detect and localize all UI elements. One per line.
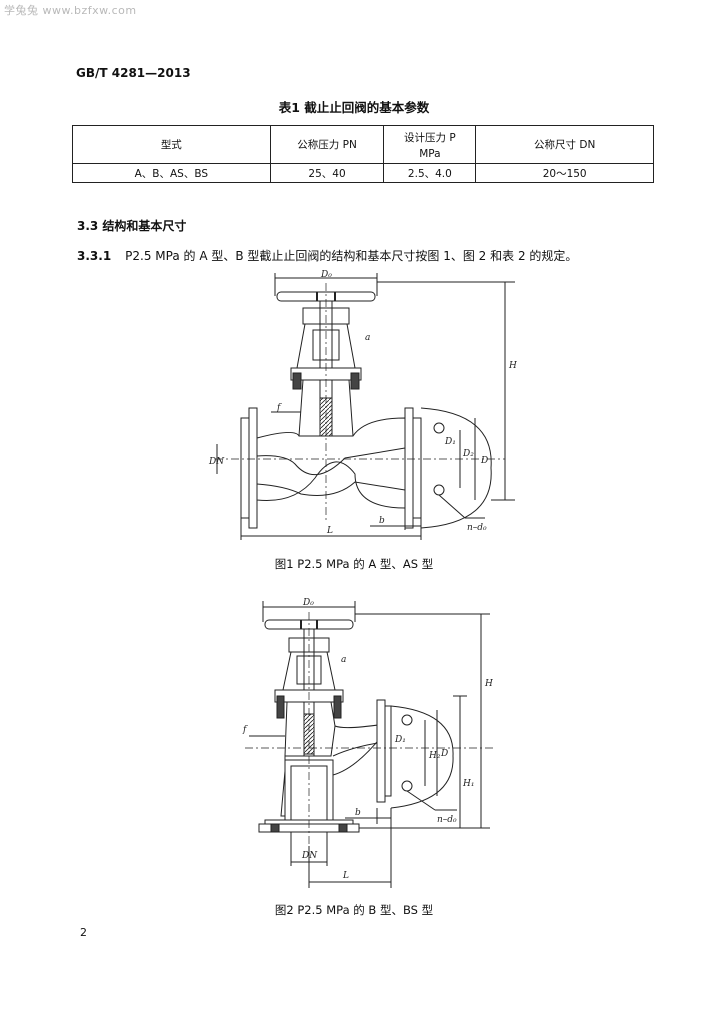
label-d1: D₁ bbox=[394, 735, 406, 745]
label-h: H bbox=[508, 361, 517, 371]
label-d1: D₁ bbox=[444, 437, 456, 447]
cell-nominal-pressure: 25、40 bbox=[269, 163, 385, 183]
section-heading: 3.3 结构和基本尺寸 bbox=[77, 219, 187, 233]
label-b: b bbox=[355, 808, 361, 818]
clause-number: 3.3.1 bbox=[77, 249, 112, 263]
clause-paragraph: 3.3.1 P2.5 MPa 的 A 型、B 型截止止回阀的结构和基本尺寸按图 1… bbox=[77, 247, 577, 264]
label-a: a bbox=[341, 655, 346, 665]
label-nd: n–d₀ bbox=[437, 815, 457, 825]
label-dn: DN bbox=[301, 851, 318, 861]
label-d0: D₀ bbox=[320, 270, 332, 280]
watermark: 学兔兔 www.bzfxw.com bbox=[4, 4, 137, 17]
table-header-row: 型式 公称压力 PN 设计压力 P MPa 公称尺寸 DN bbox=[72, 125, 654, 164]
label-f: f bbox=[276, 403, 282, 413]
cell-design-pressure: 2.5、4.0 bbox=[383, 163, 477, 183]
label-f: f bbox=[242, 725, 248, 735]
page-number: 2 bbox=[80, 926, 87, 939]
table-row: A、B、AS、BS 25、40 2.5、4.0 20～150 bbox=[72, 163, 654, 183]
figure2-drawing: D₀ H H₁ H₂ DN L b D D₁ f a n–d₀ bbox=[242, 598, 495, 888]
clause-text: P2.5 MPa 的 A 型、B 型截止止回阀的结构和基本尺寸按图 1、图 2 … bbox=[125, 249, 578, 263]
table-title: 表1 截止止回阀的基本参数 bbox=[278, 100, 430, 115]
label-d2: D₂ bbox=[462, 449, 474, 459]
header-design-pressure-unit: MPa bbox=[419, 147, 441, 160]
label-h1: H₁ bbox=[462, 779, 474, 789]
label-l: L bbox=[342, 871, 349, 881]
header-design-pressure: 设计压力 P MPa bbox=[383, 125, 477, 164]
header-nominal-size: 公称尺寸 DN bbox=[475, 125, 654, 164]
parameters-table: 型式 公称压力 PN 设计压力 P MPa 公称尺寸 DN A、B、AS、BS … bbox=[72, 125, 654, 183]
label-l: L bbox=[326, 526, 333, 536]
label-nd: n–d₀ bbox=[467, 523, 487, 533]
label-b: b bbox=[379, 516, 385, 526]
cell-type: A、B、AS、BS bbox=[72, 163, 271, 183]
standard-code: GB/T 4281—2013 bbox=[76, 66, 191, 80]
label-d0: D₀ bbox=[302, 598, 314, 608]
label-a: a bbox=[365, 333, 370, 343]
cell-nominal-size: 20～150 bbox=[475, 163, 654, 183]
label-dn: DN bbox=[208, 457, 225, 467]
label-h: H bbox=[484, 679, 493, 689]
header-design-pressure-label: 设计压力 P bbox=[404, 131, 456, 144]
header-type: 型式 bbox=[72, 125, 271, 164]
label-d: D bbox=[440, 749, 448, 759]
label-d: D bbox=[480, 456, 488, 466]
figure2-caption: 图2 P2.5 MPa 的 B 型、BS 型 bbox=[274, 903, 434, 917]
label-h2: H₂ bbox=[428, 751, 441, 761]
header-nominal-pressure: 公称压力 PN bbox=[269, 125, 385, 164]
figure1-drawing: D₀ H DN L b D D₁ D₂ f a n–d₀ bbox=[208, 270, 517, 540]
figure1-caption: 图1 P2.5 MPa 的 A 型、AS 型 bbox=[274, 557, 434, 571]
